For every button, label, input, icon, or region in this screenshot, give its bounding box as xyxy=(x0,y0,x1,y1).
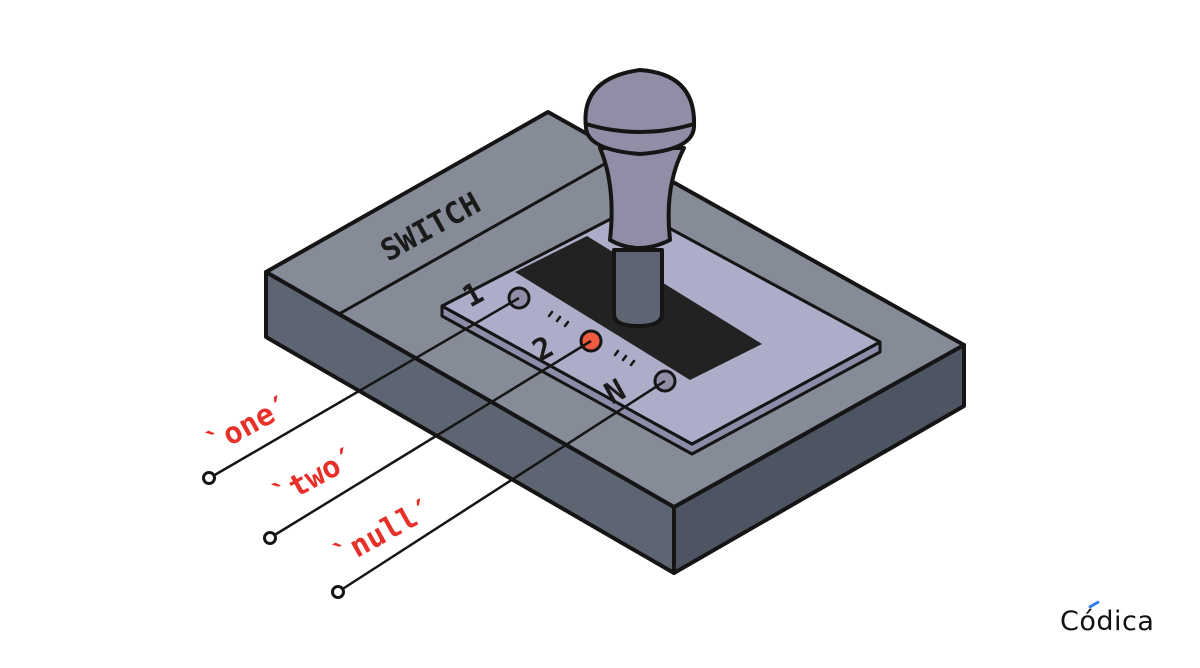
brand-logo: Códica xyxy=(1060,606,1155,637)
wire-null-terminal xyxy=(331,585,345,599)
wire-one xyxy=(212,296,520,478)
shift-lever[interactable] xyxy=(583,68,697,328)
gear-ticks xyxy=(547,310,636,367)
wire-terminals xyxy=(202,471,345,599)
output-wires xyxy=(212,296,666,592)
shift-knob-band xyxy=(585,122,695,134)
wire-two-terminal xyxy=(263,531,277,545)
wire-two xyxy=(272,339,592,538)
shift-knob-neck xyxy=(598,146,686,250)
label-strip-divider xyxy=(338,156,616,316)
value-two: `two′ xyxy=(267,440,363,514)
wire-null xyxy=(340,379,666,592)
shift-knob-ball xyxy=(583,68,697,156)
shift-lever-shaft xyxy=(612,248,664,328)
wire-one-terminal xyxy=(202,471,216,485)
value-one: `one′ xyxy=(201,388,297,462)
